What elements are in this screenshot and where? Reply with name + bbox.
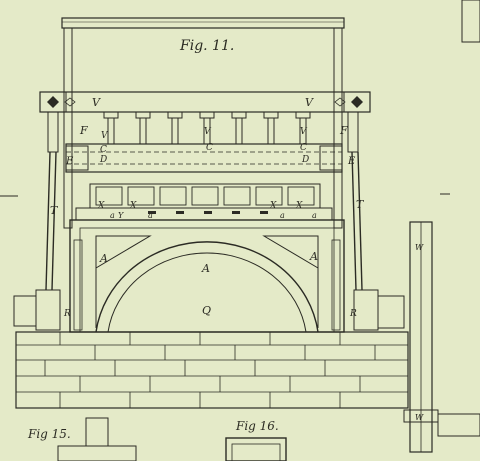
fig16-title: Fig 16.	[235, 419, 279, 433]
label-a-2: a	[148, 211, 153, 220]
fig15-title: Fig 15.	[27, 427, 71, 441]
upper-crossbeam	[39, 91, 371, 113]
label-v-plunger-right: V	[300, 127, 308, 137]
fig15-fragment	[57, 417, 137, 461]
mould-row	[89, 183, 321, 209]
label-c-right: C	[300, 143, 307, 153]
guide-posts	[63, 27, 343, 229]
label-a-3: a	[280, 211, 285, 220]
label-v-plunger-mid: V	[204, 127, 212, 137]
label-c-left: C	[100, 145, 107, 155]
bearings	[13, 289, 405, 331]
label-a-1: a	[110, 211, 115, 220]
fig11-title: Fig. 11.	[179, 38, 234, 54]
cd-beam	[65, 143, 343, 173]
brick-foundation	[15, 331, 409, 409]
label-d-right: D	[301, 155, 309, 165]
label-d-left: D	[99, 155, 107, 165]
label-e-left: E	[65, 156, 74, 167]
fig16-fragment	[225, 437, 287, 461]
label-a-center: A	[201, 262, 210, 275]
part-letters: V V V V V F F C C C D D E E T T X X X X …	[50, 96, 424, 422]
side-links	[47, 111, 359, 153]
label-q: Q	[202, 304, 211, 317]
label-c-mid: C	[206, 143, 213, 153]
label-a-upper-right: A	[309, 250, 318, 263]
label-e-right: E	[347, 156, 356, 167]
label-x-4: X	[295, 201, 303, 211]
label-r-left: R	[63, 309, 71, 319]
label-t-left: T	[50, 204, 59, 217]
label-v-right: V	[305, 96, 314, 109]
gear-wheel	[403, 221, 480, 453]
crown-beam	[61, 17, 345, 29]
label-f-right: F	[339, 124, 348, 137]
label-a-4: a	[312, 211, 317, 220]
label-a-upper-left: A	[99, 252, 108, 265]
label-x-3: X	[269, 201, 277, 211]
label-w-lower: W	[415, 413, 424, 422]
tie-rods	[45, 151, 363, 291]
label-r-right: R	[349, 309, 357, 319]
label-v-left: V	[92, 96, 101, 109]
label-x-2: X	[129, 201, 137, 211]
label-x-1: X	[97, 201, 105, 211]
label-y: Y	[118, 211, 124, 220]
label-f-left: F	[79, 124, 88, 137]
plate-fragments	[0, 0, 480, 197]
label-v-plunger-left: V	[101, 131, 109, 141]
label-w-upper: W	[415, 243, 424, 252]
label-t-right: T	[356, 198, 365, 211]
